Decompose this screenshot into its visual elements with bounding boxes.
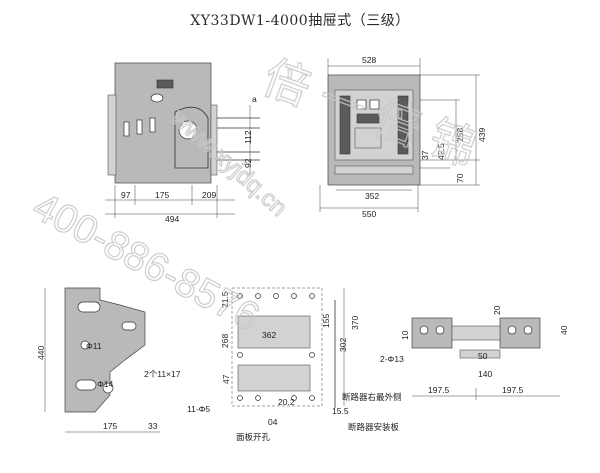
busbar-dim-bottom-right: 197.5 [502, 385, 524, 395]
bracket-slot-side [121, 321, 137, 331]
panel-label-mount: 断路器安装板 [348, 422, 400, 432]
front-base-rail [334, 165, 414, 175]
panel-holes: 11-Φ5 [187, 404, 210, 414]
bracket-label-slots: 2个11×17 [144, 369, 181, 379]
bracket-height: 440 [36, 346, 46, 360]
side-dim-right-112: 112 [243, 130, 253, 144]
panel-dim-21-5: 21.5 [220, 291, 230, 308]
front-view: 528 258 439 37 42.5 70 352 550 [319, 55, 487, 219]
bracket-label-hole-bottom: Φ14 [97, 379, 114, 389]
front-dim-439: 439 [477, 128, 487, 142]
side-overall-width: 494 [165, 214, 179, 224]
side-dim-bottom-3: 209 [202, 190, 216, 200]
side-cam-hole [178, 120, 198, 140]
side-slot [156, 79, 174, 89]
busbar-left-plate [411, 317, 453, 349]
bracket-slot-top [77, 301, 101, 313]
front-bottom-inner: 352 [365, 191, 379, 201]
busbar-dim-10: 10 [400, 330, 410, 340]
busbar-dim-holes: 2-Φ13 [380, 354, 404, 364]
bracket-dim-33: 33 [148, 421, 158, 431]
panel-cutout-view: 21.5 268 47 362 155 302 370 11-Φ5 20.2 0… [187, 287, 402, 442]
bracket-view: 440 Φ11 Φ14 2个11×17 175 33 [36, 287, 181, 433]
front-dim-37: 37 [420, 150, 430, 160]
bracket-hole-11 [80, 340, 90, 350]
panel-dim-47: 47 [221, 374, 231, 384]
panel-dim-370: 370 [350, 316, 360, 330]
side-dim-right-92: 92 [243, 158, 253, 168]
busbar-dim-20: 20 [492, 305, 502, 315]
busbar-dim-bottom-left: 197.5 [428, 385, 450, 395]
side-window-2 [136, 119, 143, 135]
panel-cutout-upper [237, 315, 311, 349]
front-bottom-overall: 550 [362, 209, 376, 219]
busbar-dim-140: 140 [478, 369, 492, 379]
busbar-dim-50: 50 [478, 351, 488, 361]
side-window-1 [123, 121, 130, 137]
panel-outline [231, 287, 323, 407]
side-window-3 [149, 117, 156, 133]
panel-label-right-side: 断路器右最外侧 [342, 392, 402, 402]
front-window-2 [369, 99, 380, 110]
panel-width: 362 [262, 330, 276, 340]
front-right-bar [397, 95, 409, 155]
panel-dim-302: 302 [338, 338, 348, 352]
bracket-slot-bottom [75, 379, 97, 391]
bracket-dim-175: 175 [103, 421, 117, 431]
front-overall-top: 528 [362, 55, 376, 65]
side-dim-bottom-2: 175 [155, 190, 169, 200]
side-knob [150, 93, 164, 103]
panel-dim-04: 04 [268, 417, 278, 427]
front-left-bar [339, 95, 351, 155]
panel-label-cutout: 面板开孔 [236, 432, 271, 442]
panel-dim-155: 155 [321, 314, 331, 328]
panel-dim-15-5: 15.5 [332, 406, 349, 416]
front-dim-70: 70 [455, 173, 465, 183]
front-window-1 [356, 99, 367, 110]
busbar-right-plate [499, 317, 541, 349]
busbar-view: 10 2-Φ13 20 40 50 140 197.5 197.5 [380, 305, 569, 400]
side-dim-bottom-1: 97 [121, 190, 131, 200]
bracket-label-hole-top: Φ11 [86, 341, 102, 351]
drawing-title: XY33DW1-4000抽屉式（三级） [190, 13, 410, 29]
bracket-plate [64, 287, 146, 413]
front-handle [354, 127, 382, 149]
busbar-dim-40: 40 [559, 325, 569, 335]
panel-cutout-lower [237, 364, 311, 392]
side-dim-right-a: a [252, 94, 257, 104]
front-display [356, 113, 380, 124]
panel-dim-268: 268 [220, 334, 230, 348]
busbar-tab [459, 349, 501, 359]
side-handle-plate [107, 94, 117, 176]
side-view: 97 175 209 494 a 112 92 [105, 62, 260, 224]
front-dim-42-5: 42.5 [436, 143, 446, 160]
watermark-phone: 400-886-8576 [26, 184, 267, 340]
side-rear-plate [210, 104, 218, 176]
panel-dim-20-2: 20.2 [278, 397, 295, 407]
busbar-bridge [451, 325, 501, 341]
bracket-hole-14 [102, 382, 114, 394]
side-cam [174, 106, 209, 169]
front-dim-258: 258 [455, 128, 465, 142]
